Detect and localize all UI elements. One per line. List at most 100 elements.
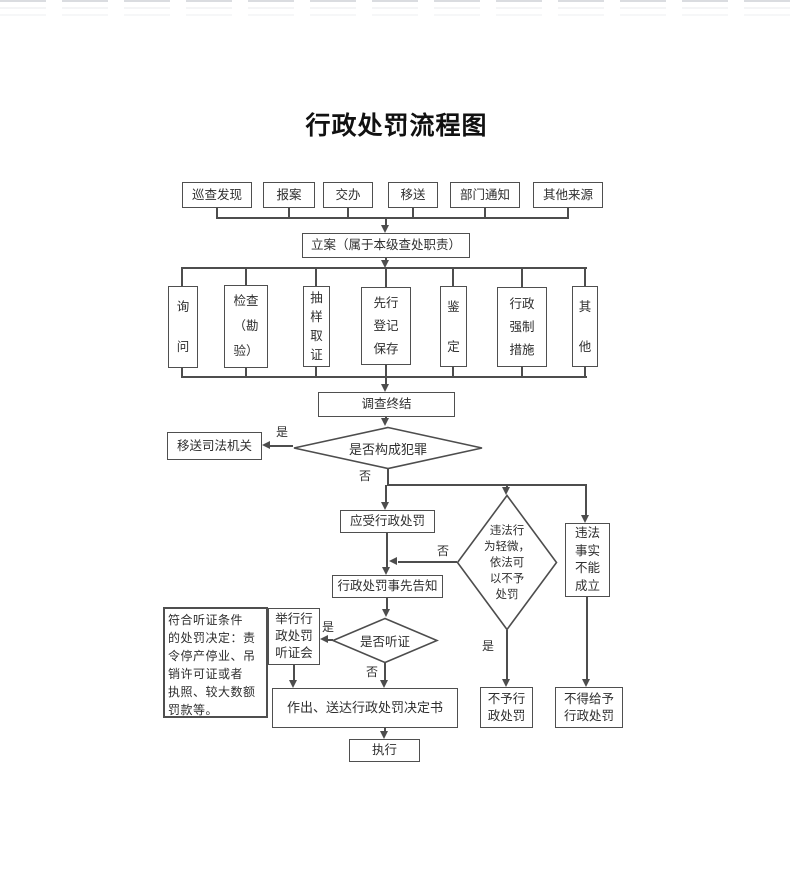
node-label: 其他来源 <box>542 187 593 202</box>
connector <box>384 663 386 681</box>
arrowhead-down-icon <box>381 225 389 233</box>
connector <box>452 268 454 287</box>
connector <box>245 268 247 287</box>
node-hold-hearing: 举行行 政处罚 听证会 <box>268 608 320 665</box>
node-label: 询 问 <box>176 300 190 354</box>
scan-artifact-line <box>0 7 793 9</box>
arrowhead-down-icon <box>581 515 589 523</box>
yes-label: 是 <box>276 425 289 439</box>
arrowhead-left-icon <box>262 441 270 449</box>
node-label: 抽 样 取 证 <box>310 290 323 362</box>
no-label: 否 <box>437 544 450 558</box>
node-no-penalty: 不予行 政处罚 <box>480 687 533 728</box>
connector <box>181 267 587 269</box>
connector <box>398 561 457 563</box>
decision-crime-check: 是否构成犯罪 <box>292 426 484 470</box>
diamond-shape <box>331 617 439 664</box>
node-label: 应受行政处罚 <box>349 514 425 529</box>
node-assignment: 交办 <box>323 182 373 208</box>
node-judicial-transfer: 移送司法机关 <box>167 432 262 460</box>
connector <box>584 366 586 377</box>
node-filing: 立案（属于本级查处职责） <box>302 233 470 258</box>
connector <box>387 468 389 485</box>
connector <box>386 598 388 610</box>
node-label: 检查 （勘 验） <box>233 294 259 358</box>
node-prior-registration-preservation: 先行 登记 保存 <box>361 287 411 365</box>
connector <box>385 218 387 226</box>
node-report-case: 报案 <box>263 182 315 208</box>
connector <box>216 208 218 218</box>
node-label: 不予行 政处罚 <box>487 691 526 723</box>
connector <box>387 484 587 486</box>
arrowhead-down-icon <box>502 679 510 687</box>
connector <box>347 208 349 218</box>
node-penalty-due: 应受行政处罚 <box>340 510 435 533</box>
connector <box>385 485 387 503</box>
node-label: 符合听证条件 的处罚决定：责 令停产停业、吊 销许可证或者 执照、较大数额 罚款… <box>168 613 256 717</box>
node-label: 作出、送达行政处罚决定书 <box>286 699 443 715</box>
connector <box>181 367 183 377</box>
node-inquiry: 询 问 <box>168 286 198 368</box>
connector <box>584 268 586 287</box>
node-investigation-end: 调查终结 <box>318 392 455 417</box>
node-decision-document: 作出、送达行政处罚决定书 <box>272 688 458 728</box>
node-label: 巡查发现 <box>191 187 242 202</box>
arrowhead-down-icon <box>289 680 297 688</box>
decision-minor-violation: 违法行 为轻微， 依法可 以不予 处罚 <box>456 494 558 631</box>
connector <box>386 533 388 568</box>
note-hearing-conditions: 符合听证条件 的处罚决定：责 令停产停业、吊 销许可证或者 执照、较大数额 罚款… <box>163 607 268 718</box>
connector <box>315 268 317 287</box>
connector <box>245 367 247 377</box>
connector <box>567 208 569 218</box>
no-label: 否 <box>359 469 372 483</box>
node-label: 举行行 政处罚 听证会 <box>275 612 313 660</box>
yes-label: 是 <box>482 639 495 653</box>
connector <box>288 208 290 218</box>
node-other-measures: 其 他 <box>572 286 598 367</box>
connector <box>293 665 295 681</box>
connector <box>586 597 588 680</box>
arrowhead-left-icon <box>389 557 397 565</box>
node-label: 调查终结 <box>361 397 412 412</box>
connector <box>216 217 569 219</box>
connector <box>270 445 293 447</box>
node-other-sources: 其他来源 <box>533 182 603 208</box>
connector <box>506 630 508 680</box>
connector <box>412 208 414 218</box>
node-label: 其 他 <box>578 299 592 354</box>
arrowhead-left-icon <box>320 635 328 643</box>
page-title: 行政处罚流程图 <box>305 111 488 140</box>
node-label: 违法 事实 不能 成立 <box>574 526 600 593</box>
connector <box>385 364 387 377</box>
arrowhead-down-icon <box>380 731 388 739</box>
node-label: 是否构成犯罪 <box>348 441 427 457</box>
arrowhead-down-icon <box>380 680 388 688</box>
diamond-shape <box>456 494 558 631</box>
arrowhead-down-icon <box>382 609 390 617</box>
node-label: 行政处罚事先告知 <box>337 579 438 594</box>
node-label: 是否听证 <box>359 635 410 649</box>
connector <box>521 366 523 377</box>
yes-label: 是 <box>322 620 335 634</box>
node-appraisal: 鉴 定 <box>440 286 467 367</box>
node-label: 鉴 定 <box>447 299 460 354</box>
node-execution: 执行 <box>349 739 420 762</box>
connector <box>585 485 587 516</box>
no-label: 否 <box>366 665 379 679</box>
arrowhead-down-icon <box>381 502 389 510</box>
connector <box>521 268 523 287</box>
arrowhead-down-icon <box>502 487 510 495</box>
connector <box>506 485 508 488</box>
node-compulsory-measures: 行政 强制 措施 <box>497 287 547 367</box>
node-label: 先行 登记 保存 <box>373 295 399 356</box>
node-penalty-forbidden: 不得给予 行政处罚 <box>555 687 623 728</box>
node-transfer: 移送 <box>388 182 438 208</box>
connector <box>315 366 317 377</box>
connector <box>385 268 387 287</box>
node-inspection-survey: 检查 （勘 验） <box>224 285 268 368</box>
node-label: 立案（属于本级查处职责） <box>310 238 461 253</box>
connector <box>385 377 387 385</box>
node-sampling-evidence: 抽 样 取 证 <box>303 286 330 367</box>
node-label: 移送司法机关 <box>176 438 252 453</box>
